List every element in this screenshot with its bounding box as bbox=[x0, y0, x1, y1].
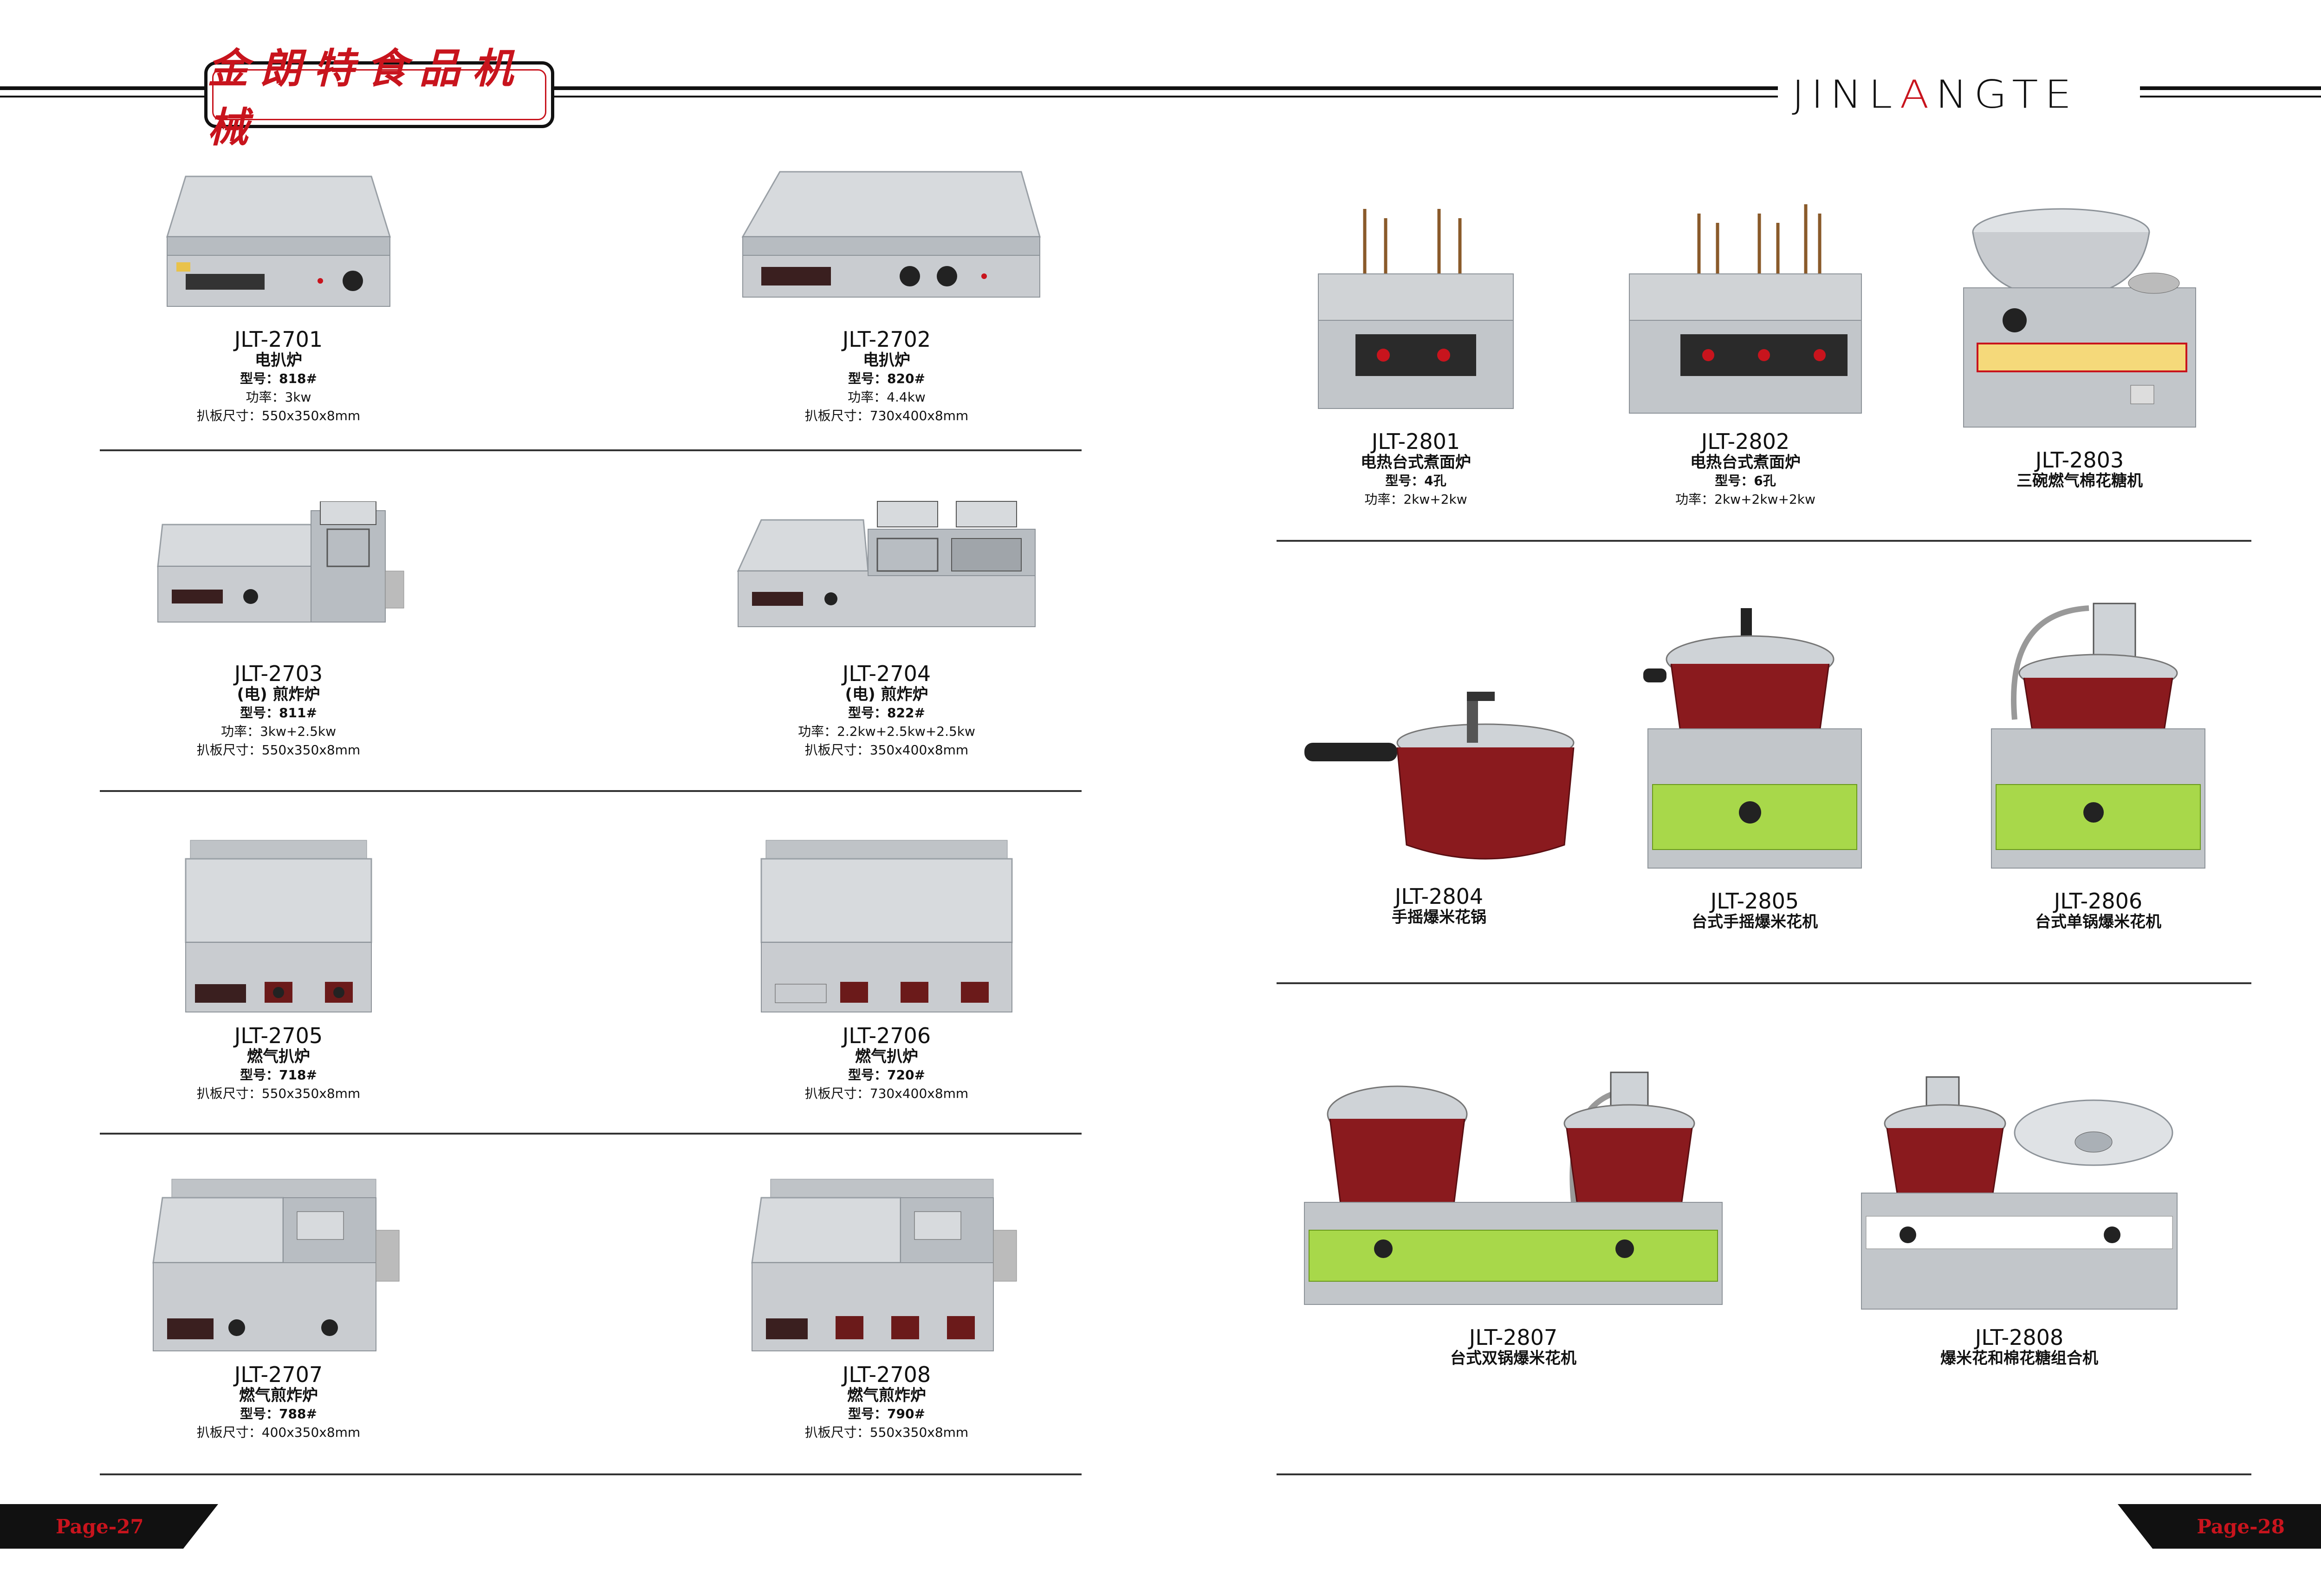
griddle-fryer-image bbox=[157, 501, 404, 623]
gas-griddle-fryer-image bbox=[152, 1179, 400, 1351]
row-divider bbox=[100, 790, 1082, 792]
page-number-left: Page-27 bbox=[56, 1515, 144, 1538]
row-divider bbox=[100, 1133, 1082, 1135]
brand-name-cn: 金朗特食品机械 bbox=[207, 44, 525, 151]
product-jlt-2707: JLT-2707 燃气煎炸炉 型号：788# 扒板尺寸：400x350x8mm bbox=[139, 1174, 418, 1442]
header-rule-left-thin bbox=[0, 96, 204, 97]
header-rule-mid-thin bbox=[552, 96, 1778, 97]
popcorn-machine-image bbox=[1643, 608, 1862, 869]
product-jlt-2803: JLT-2803 三碗燃气棉花糖机 bbox=[1950, 204, 2210, 490]
popcorn-machine-image bbox=[1991, 603, 2205, 869]
product-jlt-2703: JLT-2703 (电) 煎炸炉 型号：811# 功率：3kw+2.5kw 扒板… bbox=[139, 501, 418, 759]
header-rule-right-thin bbox=[2140, 96, 2321, 97]
griddle-image bbox=[166, 175, 391, 307]
noodle-cooker-image bbox=[1629, 204, 1862, 414]
row-divider bbox=[1277, 1473, 2251, 1475]
gas-griddle-fryer-image bbox=[751, 1179, 1017, 1351]
brand-logo-en: JINLANGTE bbox=[1792, 72, 2078, 117]
header-rule-right bbox=[2140, 86, 2321, 90]
griddle-image bbox=[741, 171, 1041, 298]
noodle-cooker-image bbox=[1318, 209, 1514, 409]
gas-griddle-image bbox=[760, 840, 1013, 1012]
product-jlt-2704: JLT-2704 (电) 煎炸炉 型号：822# 功率：2.2kw+2.5kw+… bbox=[715, 492, 1058, 759]
product-jlt-2804: JLT-2804 手摇爆米花锅 bbox=[1277, 668, 1601, 927]
double-popcorn-machine-image bbox=[1304, 1071, 1723, 1305]
product-jlt-2807: JLT-2807 台式双锅爆米花机 bbox=[1277, 1063, 1750, 1368]
griddle-fryer-image bbox=[737, 501, 1036, 627]
product-jlt-2806: JLT-2806 台式单锅爆米花机 bbox=[1968, 599, 2228, 931]
brand-logo-cn: 金朗特食品机械 bbox=[204, 44, 554, 151]
row-divider bbox=[100, 1473, 1082, 1475]
row-divider bbox=[1277, 982, 2251, 984]
cotton-candy-machine-image bbox=[1963, 208, 2196, 428]
product-jlt-2808: JLT-2808 爆米花和棉花糖组合机 bbox=[1848, 1063, 2191, 1368]
product-jlt-2805: JLT-2805 台式手摇爆米花机 bbox=[1625, 599, 1885, 931]
product-jlt-2705: JLT-2705 燃气扒炉 型号：718# 扒板尺寸：550x350x8mm bbox=[139, 836, 418, 1103]
page-tab-left: Page-27 bbox=[0, 1504, 218, 1549]
popcorn-pot-image bbox=[1304, 692, 1575, 860]
header-rule-mid bbox=[552, 86, 1778, 90]
row-divider bbox=[1277, 540, 2251, 542]
product-jlt-2708: JLT-2708 燃气煎炸炉 型号：790# 扒板尺寸：550x350x8mm bbox=[715, 1174, 1058, 1442]
product-jlt-2801: JLT-2801 电热台式煮面炉 型号：4孔 功率：2kw+2kw bbox=[1300, 195, 1532, 509]
product-jlt-2706: JLT-2706 燃气扒炉 型号：720# 扒板尺寸：730x400x8mm bbox=[715, 836, 1058, 1103]
popcorn-cotton-candy-combo-image bbox=[1861, 1076, 2178, 1310]
row-divider bbox=[100, 449, 1082, 451]
page-number-right: Page-28 bbox=[2197, 1515, 2285, 1538]
product-jlt-2702: JLT-2702 电扒炉 型号：820# 功率：4.4kw 扒板尺寸：730x4… bbox=[715, 167, 1058, 425]
header-rule-left bbox=[0, 86, 204, 90]
page-tab-right: Page-28 bbox=[2118, 1504, 2321, 1549]
product-jlt-2802: JLT-2802 电热台式煮面炉 型号：6孔 功率：2kw+2kw+2kw bbox=[1615, 195, 1875, 509]
product-jlt-2701: JLT-2701 电扒炉 型号：818# 功率：3kw 扒板尺寸：550x350… bbox=[139, 167, 418, 425]
gas-griddle-image bbox=[185, 840, 372, 1012]
